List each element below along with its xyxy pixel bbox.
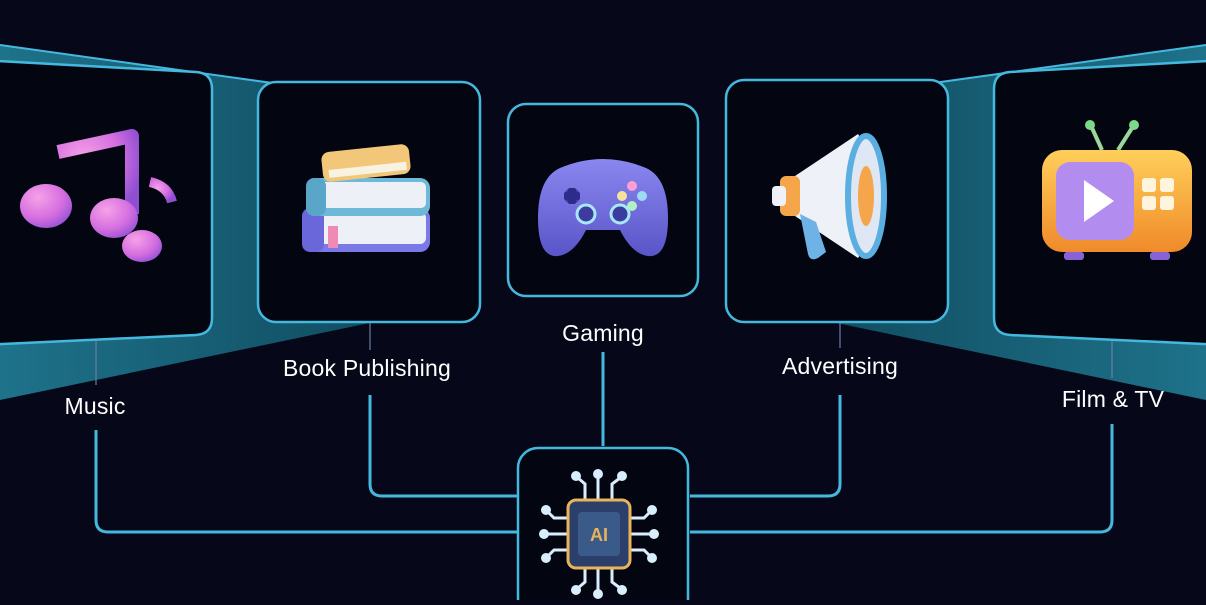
connector-book	[368, 395, 518, 498]
label-film-tv: Film & TV	[1061, 386, 1165, 412]
ai-chip-icon	[539, 469, 659, 599]
label-book-publishing: Book Publishing	[283, 355, 451, 381]
megaphone-icon	[772, 133, 887, 260]
music-notes-icon	[20, 129, 177, 262]
connector-advertising	[690, 395, 842, 498]
label-music: Music	[64, 393, 126, 419]
connector-music	[94, 430, 518, 534]
label-advertising: Advertising	[782, 353, 898, 379]
books-stack-icon	[302, 144, 430, 252]
connector-film	[690, 424, 1114, 534]
circuit-traces	[539, 469, 659, 599]
game-controller-icon	[538, 159, 668, 257]
ai-chip-label: AI	[590, 525, 608, 545]
connector-lines	[94, 352, 1114, 534]
label-gaming: Gaming	[562, 320, 644, 346]
retro-tv-icon	[1042, 120, 1192, 260]
